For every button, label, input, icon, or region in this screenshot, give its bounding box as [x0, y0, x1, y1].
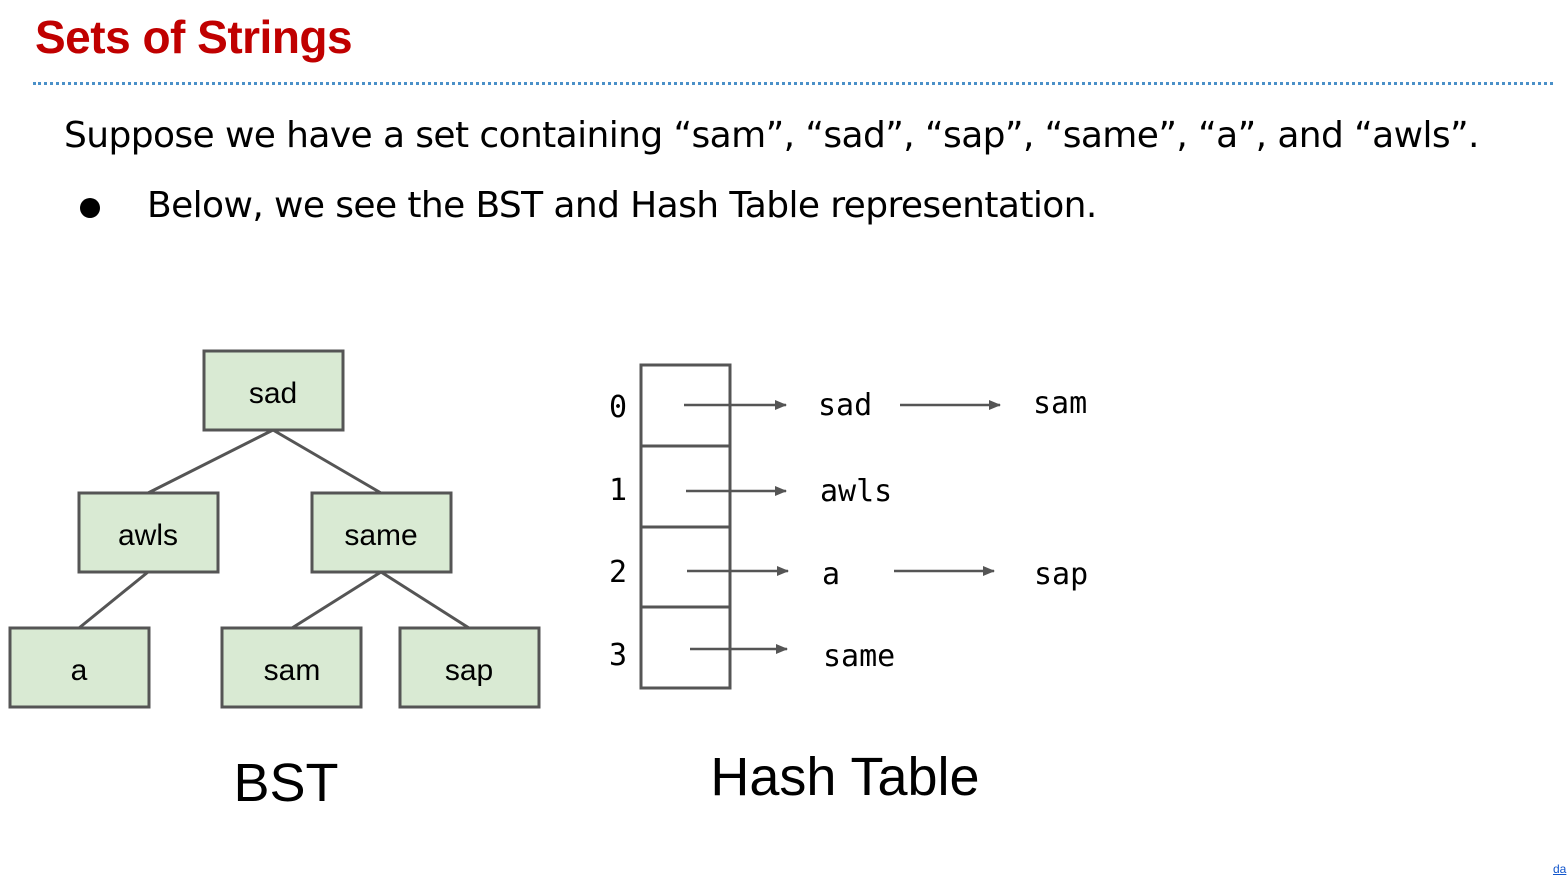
chain-item: same	[823, 639, 895, 674]
bst-node-left-left: a	[8, 626, 151, 709]
bst-node-right-left: sam	[220, 626, 363, 709]
footer-link[interactable]: da	[1553, 862, 1567, 876]
edge-awls-a	[78, 570, 149, 630]
bst-node-label: sap	[445, 654, 493, 687]
bullet-icon	[80, 198, 100, 218]
chain-item: a	[822, 557, 840, 592]
chain-item: sad	[818, 388, 872, 423]
bucket-index-0: 0	[609, 390, 627, 425]
bst-edges	[78, 428, 470, 630]
bst-node-root: sad	[202, 349, 345, 432]
hash-table-array	[639, 363, 732, 690]
chain-item: awls	[820, 474, 892, 509]
chain-item: sam	[1033, 386, 1087, 421]
bst-node-right-right: sap	[398, 626, 541, 709]
edge-same-sam	[291, 570, 382, 630]
edge-same-sap	[380, 570, 470, 630]
chain-item: sap	[1034, 557, 1088, 592]
slide-title: Sets of Strings	[35, 11, 353, 63]
bucket-index-3: 3	[609, 638, 627, 673]
bst-node-label: sad	[249, 377, 297, 410]
bst-node-label: a	[71, 654, 88, 687]
edge-sad-same	[272, 428, 382, 495]
bst-node-right: same	[310, 491, 453, 574]
bst-node-left: awls	[77, 491, 220, 574]
bst-caption: BST	[233, 753, 338, 813]
bullet-text: Below, we see the BST and Hash Table rep…	[147, 185, 1097, 226]
edge-sad-awls	[147, 428, 274, 495]
bst-node-label: awls	[118, 519, 178, 552]
bst-node-label: same	[344, 519, 417, 552]
chain-arrows	[894, 400, 1001, 576]
hash-table-caption: Hash Table	[710, 747, 979, 807]
intro-text: Suppose we have a set containing “sam”, …	[64, 115, 1480, 156]
bst-node-label: sam	[264, 654, 321, 687]
bucket-index-2: 2	[609, 555, 627, 590]
title-divider	[33, 82, 1553, 85]
bucket-arrows	[684, 400, 789, 654]
bucket-index-1: 1	[609, 473, 627, 508]
